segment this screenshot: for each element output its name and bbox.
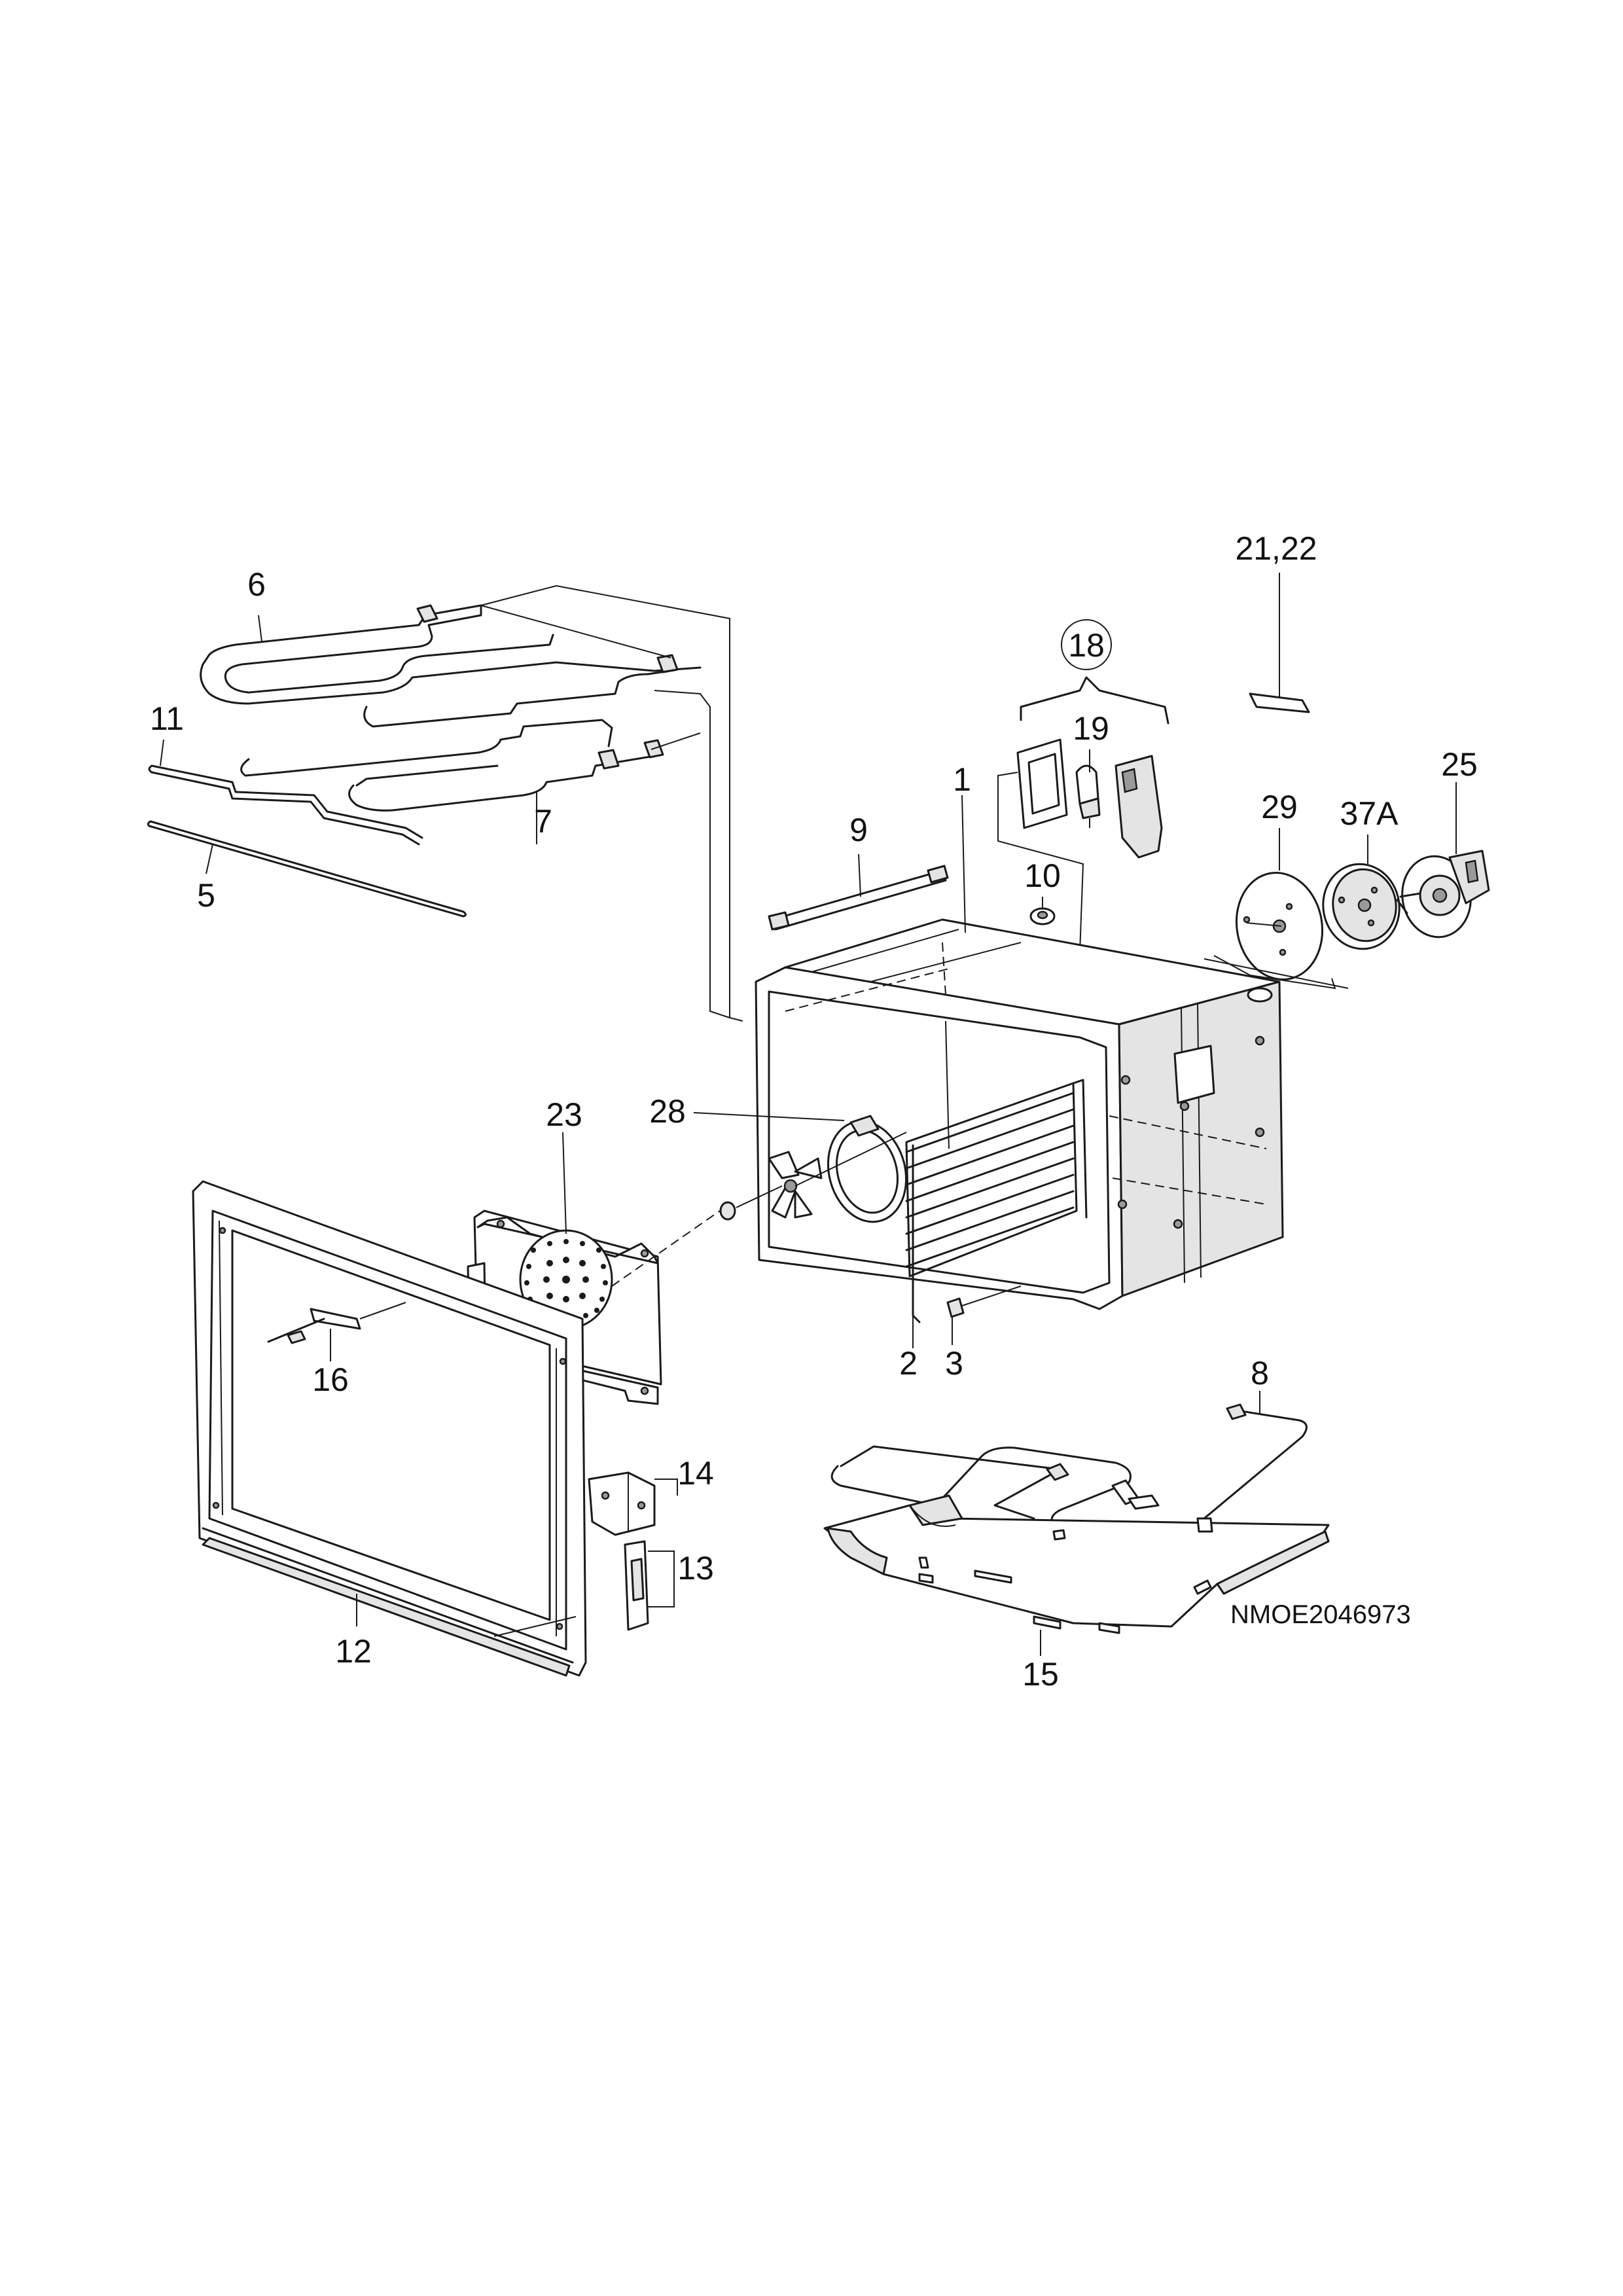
label-29: 29 (1261, 789, 1298, 825)
fan-grille-perforation (524, 1239, 608, 1321)
leader-fan-axis (1246, 922, 1282, 927)
label-15: 15 (1022, 1656, 1059, 1693)
part-21-22-bracket[interactable] (1249, 573, 1310, 713)
label-3: 3 (945, 1345, 963, 1382)
leader-6-to-cavity (480, 584, 743, 1022)
part-18-lamp-assembly[interactable] (1016, 676, 1169, 859)
leader-fan-plane (1213, 955, 1336, 990)
label-19: 19 (1073, 710, 1109, 747)
label-6: 6 (247, 566, 266, 603)
label-21-22: 21,22 (1235, 530, 1317, 567)
part-25-fan-motor[interactable] (1396, 850, 1490, 942)
part-19-lamp-bulb[interactable] (1075, 764, 1101, 828)
part-37A-heating-ring[interactable] (1317, 858, 1406, 955)
label-18: 18 (1068, 627, 1105, 664)
part-1-oven-cavity[interactable] (755, 918, 1284, 1310)
part-14-hinge-bracket[interactable] (588, 1471, 678, 1536)
part-10-cap[interactable] (1029, 907, 1056, 925)
label-25: 25 (1441, 746, 1478, 783)
label-37A: 37A (1340, 795, 1399, 832)
label-16: 16 (312, 1361, 349, 1398)
label-5: 5 (197, 877, 215, 914)
label-1: 1 (953, 761, 971, 798)
part-7-lower-heating-element[interactable] (240, 669, 701, 844)
part-12-front-frame[interactable] (192, 1180, 587, 1677)
drawing-code: NMOE2046973 (1230, 1600, 1411, 1629)
part-5-support-rod[interactable] (147, 820, 467, 918)
part-3-rack-clip[interactable] (946, 1285, 1022, 1345)
label-7: 7 (534, 803, 552, 840)
part-28-fan-blade[interactable] (693, 1112, 917, 1231)
leader-7-to-cavity (654, 690, 730, 1018)
label-28: 28 (649, 1093, 686, 1130)
leader-9 (858, 853, 861, 897)
label-8: 8 (1251, 1355, 1269, 1391)
leader-rear-plane (1204, 958, 1349, 989)
part-9-rail[interactable] (768, 865, 949, 931)
label-10: 10 (1024, 857, 1061, 894)
label-14: 14 (677, 1455, 714, 1492)
leader-23 (562, 1132, 567, 1234)
part-15-bottom-panel[interactable] (823, 1479, 1330, 1656)
label-9: 9 (849, 812, 868, 848)
part-13-door-hinge[interactable] (624, 1540, 675, 1631)
label-11: 11 (150, 700, 184, 737)
part-2-oven-shelf-rack[interactable] (905, 1079, 1088, 1348)
label-2: 2 (899, 1345, 918, 1382)
leader-6 (258, 615, 262, 642)
leader-11 (160, 739, 164, 766)
leader-5 (205, 844, 213, 874)
label-18-circle (1061, 619, 1112, 670)
leader-18-to-cavity (997, 772, 1084, 953)
leader-1 (961, 795, 966, 933)
label-12: 12 (335, 1633, 372, 1670)
part-16-sensor[interactable] (267, 1302, 406, 1361)
part-11-support-rod[interactable] (148, 764, 423, 846)
part-6-upper-heating-element[interactable] (200, 604, 702, 705)
label-23: 23 (546, 1096, 582, 1133)
label-13: 13 (677, 1550, 714, 1587)
